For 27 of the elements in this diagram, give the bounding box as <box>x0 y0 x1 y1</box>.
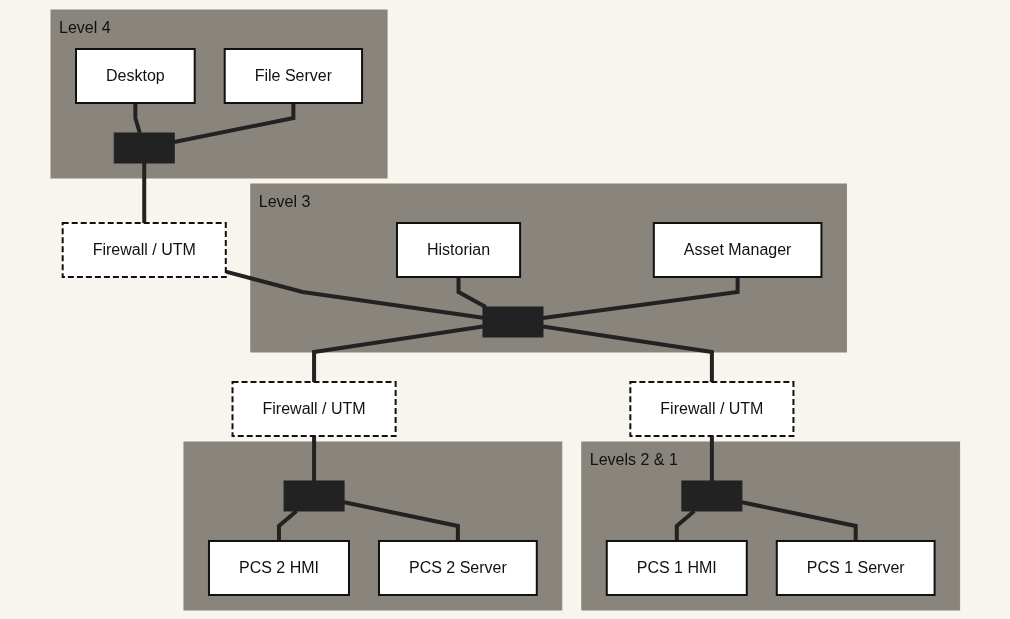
node-box: Historian <box>395 221 521 278</box>
node-bar <box>113 132 175 163</box>
node-box: File Server <box>223 47 363 104</box>
node-box: Firewall / UTM <box>231 380 397 437</box>
node-bar <box>681 480 743 511</box>
connector <box>311 324 483 382</box>
cluster <box>183 441 562 610</box>
node-box: Firewall / UTM <box>629 380 795 437</box>
connector <box>542 324 714 382</box>
node-box: PCS 1 HMI <box>605 539 748 596</box>
node-box: PCS 1 Server <box>775 539 936 596</box>
connector <box>542 276 740 320</box>
connector <box>456 276 487 309</box>
node-box: Desktop <box>74 47 196 104</box>
connector <box>141 162 146 223</box>
node-bar <box>482 306 544 337</box>
connector <box>343 499 460 541</box>
node-bar <box>283 480 345 511</box>
connector <box>741 499 858 541</box>
connector <box>709 435 714 481</box>
connector <box>311 435 316 481</box>
connector <box>173 102 296 144</box>
node-box: Firewall / UTM <box>61 221 227 278</box>
node-box: PCS 2 Server <box>377 539 538 596</box>
node-box: PCS 2 HMI <box>207 539 350 596</box>
connector <box>133 102 142 134</box>
node-box: Asset Manager <box>652 221 823 278</box>
